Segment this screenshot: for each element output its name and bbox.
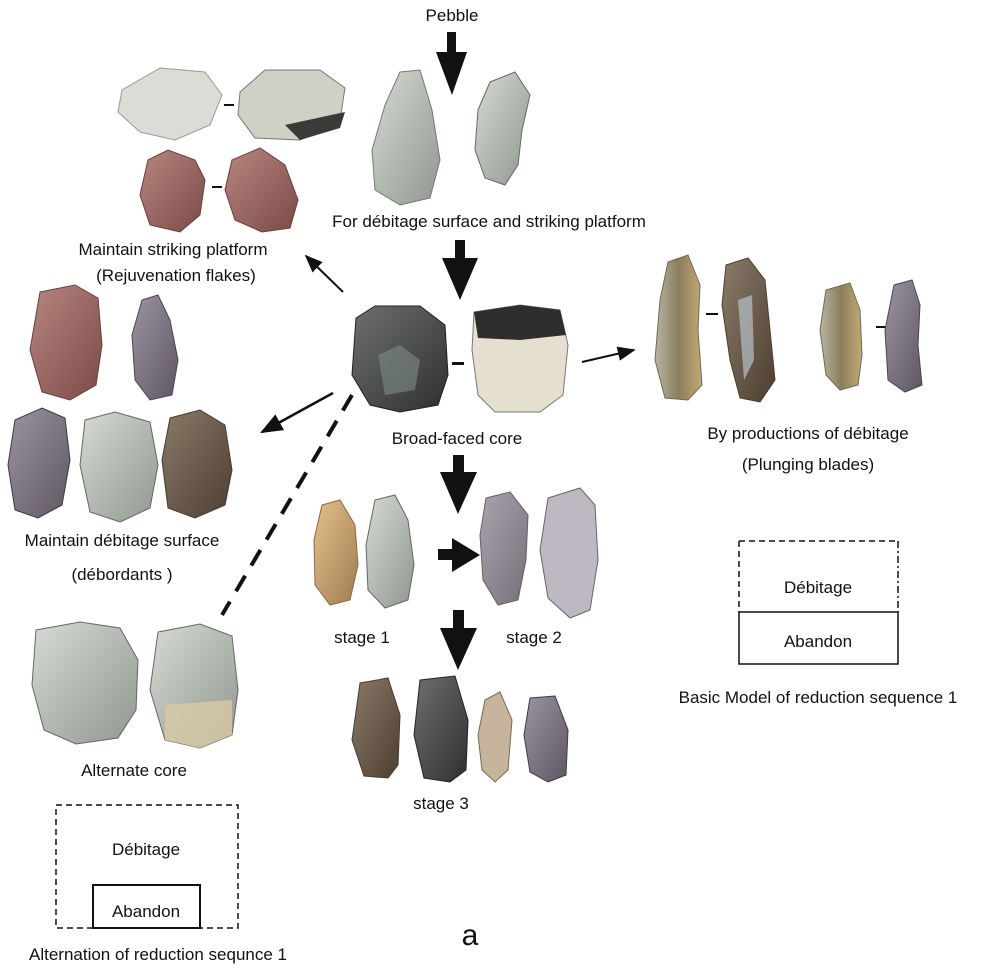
label-byproducts: By productions of débitage: [707, 424, 908, 444]
label-stage3: stage 3: [413, 794, 469, 814]
arrow-to-stage3: [440, 610, 477, 670]
model1-caption: Basic Model of reduction sequence 1: [679, 688, 958, 708]
model1-abandon-label: Abandon: [784, 632, 852, 652]
label-alternate-core: Alternate core: [81, 761, 187, 781]
debordant-stones: [8, 285, 232, 522]
arrow-to-byproducts: [582, 350, 634, 362]
arrow-to-core: [442, 240, 478, 300]
label-maintain-platform: Maintain striking platform: [79, 240, 268, 260]
model2-debitage-label: Débitage: [112, 840, 180, 860]
label-stage2: stage 2: [506, 628, 562, 648]
label-debordants: (débordants ): [71, 565, 172, 585]
stage3-blades: [352, 676, 568, 782]
arrow-to-platform: [306, 256, 343, 292]
rejuvenation-flakes: [118, 68, 345, 232]
label-stage1: stage 1: [334, 628, 390, 648]
plunging-blades: [655, 255, 922, 402]
label-plunging: (Plunging blades): [742, 455, 874, 475]
label-rejuvenation: (Rejuvenation flakes): [96, 266, 256, 286]
label-broad-core: Broad-faced core: [392, 429, 522, 449]
broad-faced-core: [352, 305, 568, 412]
model1-debitage-label: Débitage: [784, 578, 852, 598]
stage1-blades: [314, 495, 414, 608]
arrow-stage1-to-stage2: [438, 538, 480, 572]
stage2-blades: [480, 488, 598, 618]
panel-letter: a: [462, 920, 479, 952]
model2-abandon-label: Abandon: [112, 902, 180, 922]
alternate-core-stones: [32, 622, 238, 748]
label-prepare: For débitage surface and striking platfo…: [332, 212, 646, 232]
arrow-to-surface: [262, 393, 333, 432]
label-maintain-surface: Maintain débitage surface: [25, 531, 220, 551]
label-pebble: Pebble: [426, 6, 479, 26]
arrow-to-stage1: [440, 455, 477, 514]
arrow-pebble-down: [436, 32, 467, 95]
model2-caption: Alternation of reduction sequnce 1: [29, 945, 287, 965]
